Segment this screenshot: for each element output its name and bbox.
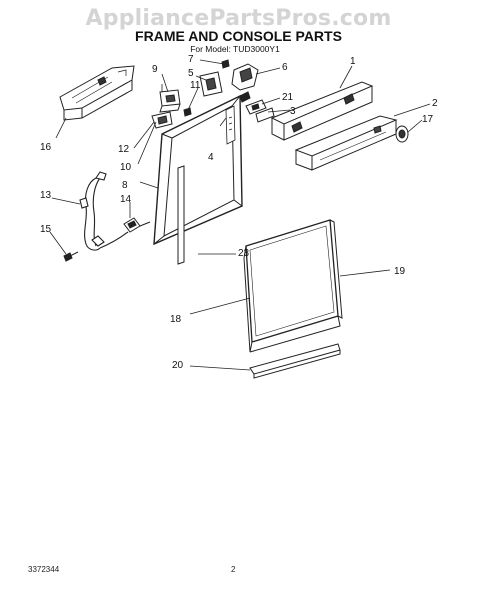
callout-9: 9 bbox=[152, 64, 158, 75]
part-17-knob bbox=[395, 125, 409, 143]
part-23-seal-strip bbox=[177, 165, 185, 265]
callout-18: 18 bbox=[170, 314, 182, 325]
callout-7: 7 bbox=[188, 54, 194, 65]
callout-8: 8 bbox=[122, 180, 128, 191]
callout-19: 19 bbox=[394, 266, 406, 277]
part-11-screw bbox=[183, 107, 192, 117]
watermark: AppliancePartsPros.com bbox=[85, 6, 392, 31]
part-5-bracket bbox=[199, 71, 223, 97]
callout-13: 13 bbox=[40, 190, 52, 201]
callout-12: 12 bbox=[118, 144, 130, 155]
callout-5: 5 bbox=[188, 68, 194, 79]
part-14-switch bbox=[123, 217, 151, 233]
document-code: 3372344 bbox=[28, 565, 60, 574]
part-6-switch-assembly bbox=[231, 63, 259, 103]
callout-20: 20 bbox=[172, 360, 184, 371]
part-1-console-bracket bbox=[270, 81, 374, 141]
callout-17: 17 bbox=[422, 114, 434, 125]
part-9-hinge bbox=[159, 89, 181, 113]
leader-lines bbox=[49, 59, 431, 371]
page-number: 2 bbox=[231, 565, 236, 574]
callout-4: 4 bbox=[208, 152, 214, 163]
model-subtitle: For Model: TUD3000Y1 bbox=[190, 44, 280, 54]
callout-10: 10 bbox=[120, 162, 132, 173]
part-16-end-cap bbox=[59, 65, 135, 121]
part-20-bottom-trim bbox=[249, 343, 341, 379]
part-7-screw bbox=[221, 59, 230, 69]
page-title: FRAME AND CONSOLE PARTS bbox=[135, 28, 342, 44]
part-21-latch bbox=[245, 99, 267, 115]
part-18-inner-panel bbox=[243, 245, 341, 353]
callout-2: 2 bbox=[432, 98, 438, 109]
part-2-console-panel bbox=[294, 115, 398, 171]
part-12-hinge-bracket bbox=[151, 111, 173, 129]
part-15-screw bbox=[63, 251, 79, 262]
callout-23: 23 bbox=[238, 248, 250, 259]
callout-6: 6 bbox=[282, 62, 288, 73]
part-13-wire-harness bbox=[79, 171, 129, 251]
callout-21: 21 bbox=[282, 92, 294, 103]
callout-15: 15 bbox=[40, 224, 52, 235]
callout-11: 11 bbox=[190, 80, 201, 91]
part-8-door-frame bbox=[153, 94, 243, 246]
callout-labels: 1 2 3 4 5 6 7 8 9 10 11 12 13 14 15 16 1… bbox=[40, 54, 438, 371]
part-19-outer-panel bbox=[245, 219, 343, 343]
callout-16: 16 bbox=[40, 142, 52, 153]
callout-3: 3 bbox=[290, 106, 296, 117]
callout-1: 1 bbox=[350, 56, 356, 67]
callout-14: 14 bbox=[120, 194, 132, 205]
